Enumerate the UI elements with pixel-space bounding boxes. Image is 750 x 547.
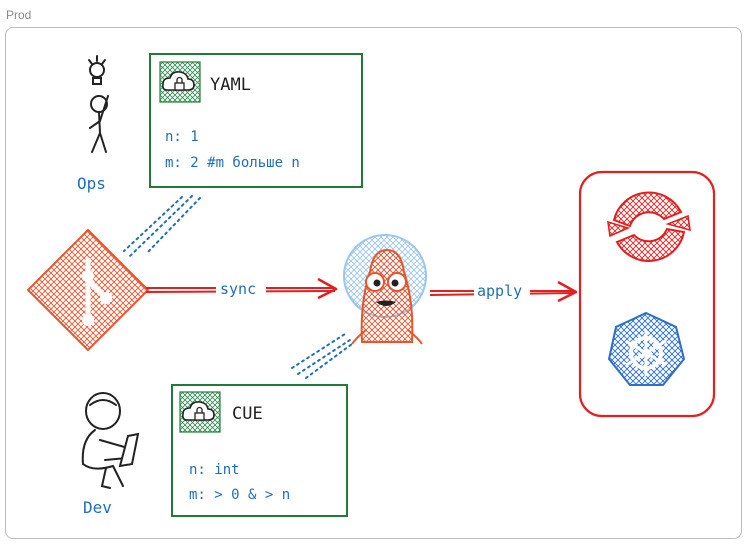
yaml-to-git-connector	[123, 195, 201, 257]
ops-label: Ops	[77, 174, 106, 193]
yaml-card-line-2: m: 2 #m больше n	[165, 155, 300, 171]
openshift-logo-icon	[607, 191, 691, 262]
yaml-card-line-1: n: 1	[165, 129, 199, 145]
kubernetes-logo-icon	[607, 311, 686, 386]
cue-card-line-2: m: > 0 & > n	[189, 487, 290, 503]
cue-card-line-1: n: int	[189, 462, 240, 478]
argo-mascot-icon	[343, 234, 427, 345]
cue-card-title: CUE	[232, 404, 263, 424]
sync-arrow: sync	[145, 277, 338, 300]
dev-person-icon	[81, 392, 140, 489]
yaml-card: YAML n: 1 m: 2 #m больше n	[149, 53, 363, 188]
sync-label: sync	[220, 280, 256, 298]
apply-arrow: apply	[429, 280, 578, 303]
yaml-card-title: YAML	[210, 75, 251, 95]
apply-label: apply	[477, 282, 522, 300]
cue-card: CUE n: int m: > 0 & > n	[171, 384, 348, 517]
ops-person-icon	[88, 55, 109, 153]
frame-title: Prod	[6, 8, 32, 22]
prod-frame	[5, 27, 742, 539]
git-logo-icon	[26, 228, 150, 352]
dev-label: Dev	[83, 498, 112, 517]
cue-to-argo-connector	[291, 333, 354, 379]
